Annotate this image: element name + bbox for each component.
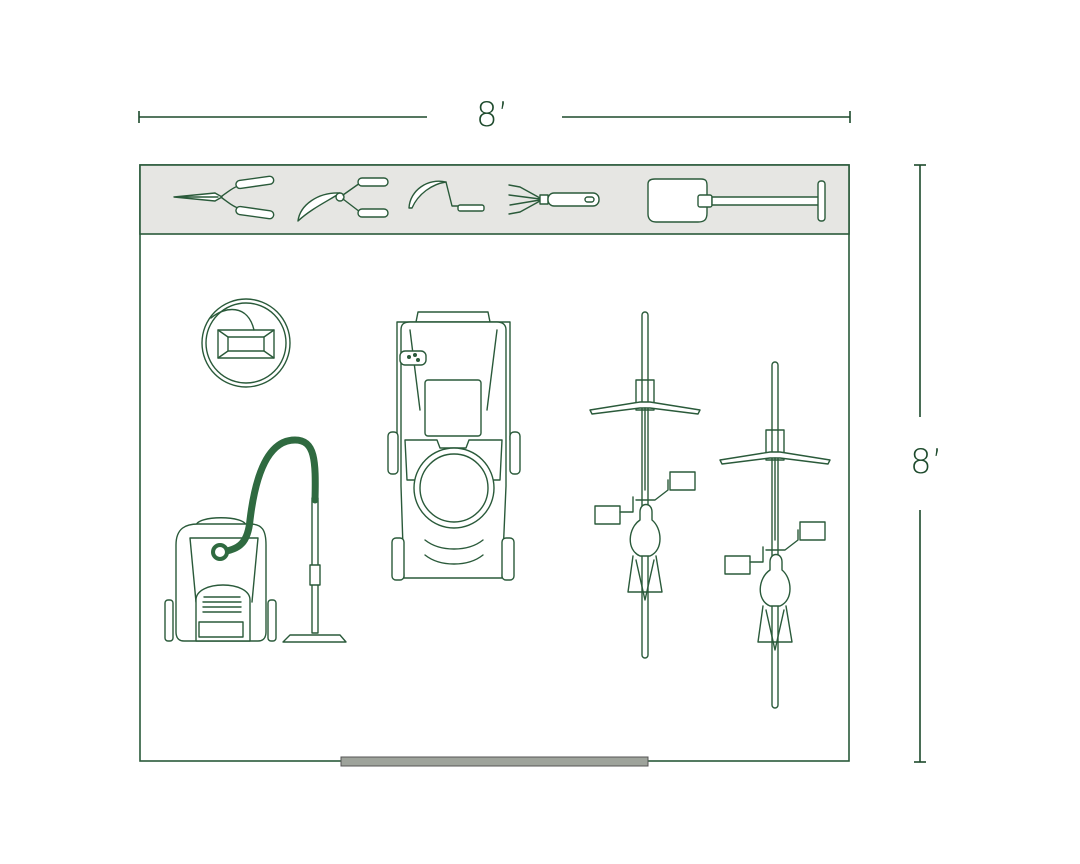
sickle-icon	[408, 180, 485, 212]
width-dimension-label: 8’	[476, 95, 509, 135]
shovel-icon	[647, 178, 826, 223]
height-dimension-line	[914, 164, 926, 763]
canister-vacuum-icon	[164, 436, 347, 643]
bicycle-icon	[719, 361, 831, 709]
hand-rake-icon	[508, 184, 600, 215]
width-dimension-line	[138, 111, 851, 123]
lawn-mower-icon	[387, 311, 521, 581]
door[interactable]	[340, 756, 649, 767]
hedge-shears-icon	[173, 175, 275, 220]
pruning-shears-icon	[297, 177, 389, 222]
robot-vacuum-icon	[201, 298, 291, 388]
bicycle-icon	[589, 311, 701, 659]
height-dimension-label: 8’	[910, 442, 943, 482]
